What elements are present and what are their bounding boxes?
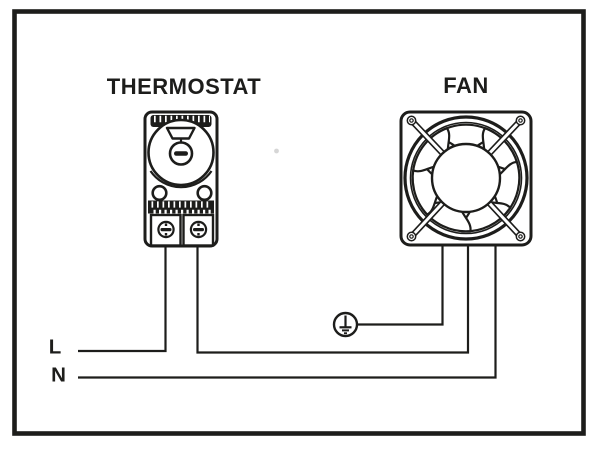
thermostat-symbol (143, 110, 219, 248)
thermostat-label: THERMOSTAT (107, 74, 262, 99)
line-label: L (49, 336, 62, 359)
artifact-dot (274, 148, 279, 154)
thermostat-mount-hole-right (196, 184, 213, 202)
fan-corner-holes (406, 115, 526, 242)
neutral-label: N (51, 364, 66, 387)
frame-border (12, 9, 586, 436)
thermostat-pointer-flag (165, 126, 196, 140)
earth-terminal-icon (332, 311, 359, 338)
terminal-screw-right (189, 220, 208, 239)
wire-earth (357, 245, 444, 326)
wire-neutral (78, 245, 497, 379)
fan-symbol (399, 110, 533, 247)
thermostat-scale-arc (149, 170, 213, 189)
fan-inner-ring (409, 121, 523, 235)
wire-line-supply (78, 246, 167, 353)
fan-outer-ring (403, 115, 529, 241)
fan-hub (430, 142, 502, 214)
wires (78, 245, 497, 379)
fan-label: FAN (443, 73, 489, 98)
terminal-screw-left (157, 220, 175, 239)
wire-switched-live (196, 245, 470, 354)
thermostat-mount-hole-left (151, 184, 168, 202)
